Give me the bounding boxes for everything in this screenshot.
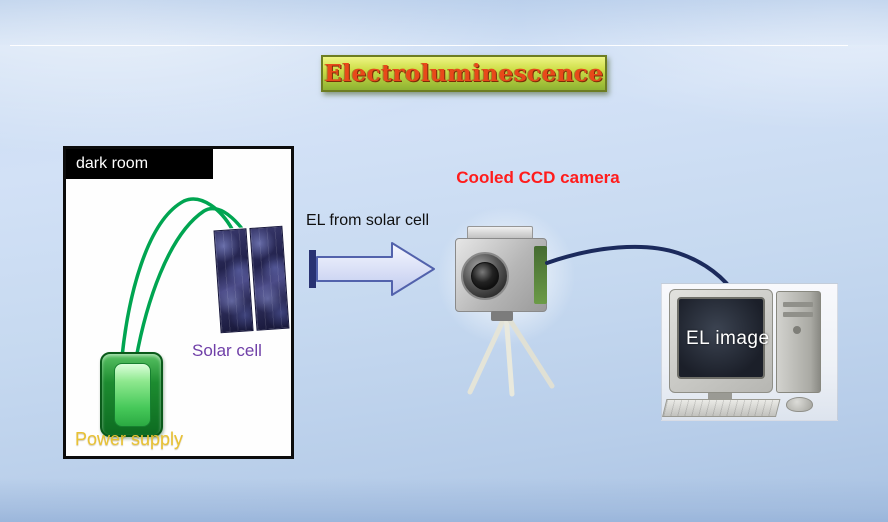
el-from-solar-cell-label: EL from solar cell [306,212,429,229]
green-wires [120,197,261,361]
camera-lens [461,252,509,300]
camera-to-computer-cable [545,244,738,298]
power-supply-screen [114,363,151,427]
slide-title: Electroluminescence [324,60,604,87]
right-arrow-shape [309,242,435,296]
monitor-neck [708,393,732,400]
camera-lens-glass [471,262,499,290]
power-supply-label: Power supply [75,429,184,449]
computer-image: EL image [661,283,838,421]
tripod-legs [467,311,555,397]
el-image-label: EL image [686,328,770,349]
computer-tower [776,291,821,393]
mouse [786,397,813,412]
bottom-band [0,478,888,522]
keyboard [662,399,781,417]
solar-cell-label: Solar cell [192,341,262,360]
tower-drive-slot [783,312,813,317]
crt-monitor [669,289,773,393]
solar-panel-left [213,228,254,334]
ccd-camera-image [455,226,547,322]
solar-panel-right [249,225,290,331]
solar-cell-image [212,224,291,335]
power-supply-image [100,352,163,437]
monitor-screen [677,297,765,379]
tower-power-button [793,326,801,334]
camera-mount [491,311,513,321]
title-banner: Electroluminescence [321,55,607,92]
dark-room-box: dark room Solar cell Power supply [63,146,294,459]
tower-drive-slot [783,302,813,307]
dark-room-header: dark room [66,149,213,179]
arrow-tail-bar [309,250,316,288]
dark-room-label: dark room [76,155,149,172]
camera-circuit-board [534,246,547,304]
top-band [0,0,888,45]
top-divider-line [10,45,848,46]
cooled-ccd-camera-label: Cooled CCD camera [456,168,620,187]
